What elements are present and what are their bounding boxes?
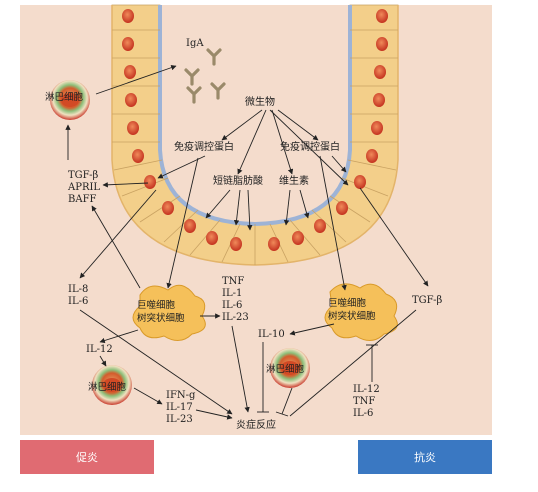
tissue-background [20, 5, 492, 435]
svg-text:IL-1: IL-1 [222, 288, 242, 299]
epithelium [111, 4, 399, 266]
cytokine-il8: IL-8 [68, 284, 88, 295]
antibody-icon [210, 82, 226, 100]
pro-inflammatory-label: 促炎 [76, 451, 98, 464]
immunoreg-left-label: 免疫调控蛋白 [174, 140, 234, 153]
scfa-label: 短链脂肪酸 [213, 174, 263, 187]
inflammation-label: 炎症反应 [236, 418, 276, 431]
lymphocyte-left-label: 淋巴细胞 [88, 381, 127, 393]
cytokine-il6-left: IL-6 [68, 296, 88, 307]
arrows [65, 65, 429, 420]
nucleus [314, 219, 326, 233]
antibody-icon [186, 86, 202, 104]
lymphocyte-top-label: 淋巴细胞 [45, 91, 84, 103]
macrophage-right [324, 283, 398, 341]
cytokine-il10: IL-10 [258, 329, 285, 340]
svg-text:IL-6: IL-6 [353, 408, 373, 419]
anti-inflammatory-label: 抗炎 [414, 451, 436, 464]
iga-label: IgA [186, 38, 204, 49]
macrophage-left-label2: 树突状细胞 [137, 312, 185, 324]
nucleus [376, 37, 388, 51]
ifn-block: IFN-g IL-17 IL-23 [166, 390, 196, 425]
macrophage-right-label2: 树突状细胞 [328, 310, 376, 322]
nucleus [292, 231, 304, 245]
nucleus [376, 9, 388, 23]
lymphocyte-mid-label: 淋巴细胞 [266, 363, 305, 375]
nucleus [206, 231, 218, 245]
svg-text:IFN-g: IFN-g [166, 390, 196, 401]
nucleus [122, 37, 134, 51]
nucleus [132, 149, 144, 163]
nucleus [122, 9, 134, 23]
nucleus [354, 175, 366, 189]
svg-text:IL-17: IL-17 [166, 402, 193, 413]
vitamin-label: 维生素 [279, 174, 309, 187]
svg-text:IL-23: IL-23 [166, 414, 193, 425]
left-cytokines: TGF-β APRIL BAFF [67, 170, 100, 205]
anti-inflammatory-banner: 抗炎 [358, 440, 492, 474]
svg-text:IL-12: IL-12 [353, 384, 380, 395]
cytokine-tgf-right: TGF-β [412, 295, 443, 306]
cytokine-april: APRIL [67, 182, 100, 193]
center-cytokines: TNF IL-1 IL-6 IL-23 [222, 276, 249, 323]
svg-text:IL-23: IL-23 [222, 312, 249, 323]
macrophage-left-label1: 巨噬细胞 [137, 299, 176, 311]
pro-inflammatory-banner: 促炎 [20, 440, 154, 474]
antibody-icon [184, 68, 200, 86]
nucleus [127, 121, 139, 135]
nucleus [336, 201, 348, 215]
right-cytokines: IL-12 TNF IL-6 [353, 384, 380, 419]
cytokine-tgf: TGF-β [68, 170, 99, 181]
nucleus [373, 93, 385, 107]
nucleus [366, 149, 378, 163]
svg-text:TNF: TNF [222, 276, 244, 287]
antibody-icon [206, 48, 222, 66]
nucleus [374, 65, 386, 79]
nucleus [162, 201, 174, 215]
lymphocyte-mid [270, 348, 310, 388]
nucleus [124, 65, 136, 79]
iga-antibodies [184, 48, 226, 104]
il8-il6: IL-8 IL-6 [68, 284, 88, 307]
svg-text:IL-6: IL-6 [222, 300, 242, 311]
nucleus [144, 175, 156, 189]
macrophage-right-label1: 巨噬细胞 [328, 297, 367, 309]
cytokine-baff: BAFF [68, 194, 97, 205]
nucleus [125, 93, 137, 107]
nucleus [371, 121, 383, 135]
lymphocyte-top [50, 80, 90, 120]
lymphocyte-left [92, 365, 132, 405]
nucleus [268, 237, 280, 251]
nucleus [184, 219, 196, 233]
nucleus [230, 237, 242, 251]
svg-text:TNF: TNF [353, 396, 375, 407]
immunoreg-right-label: 免疫调控蛋白 [280, 140, 340, 153]
cytokine-il12-left: IL-12 [86, 344, 113, 355]
microbes-label: 微生物 [245, 95, 275, 108]
